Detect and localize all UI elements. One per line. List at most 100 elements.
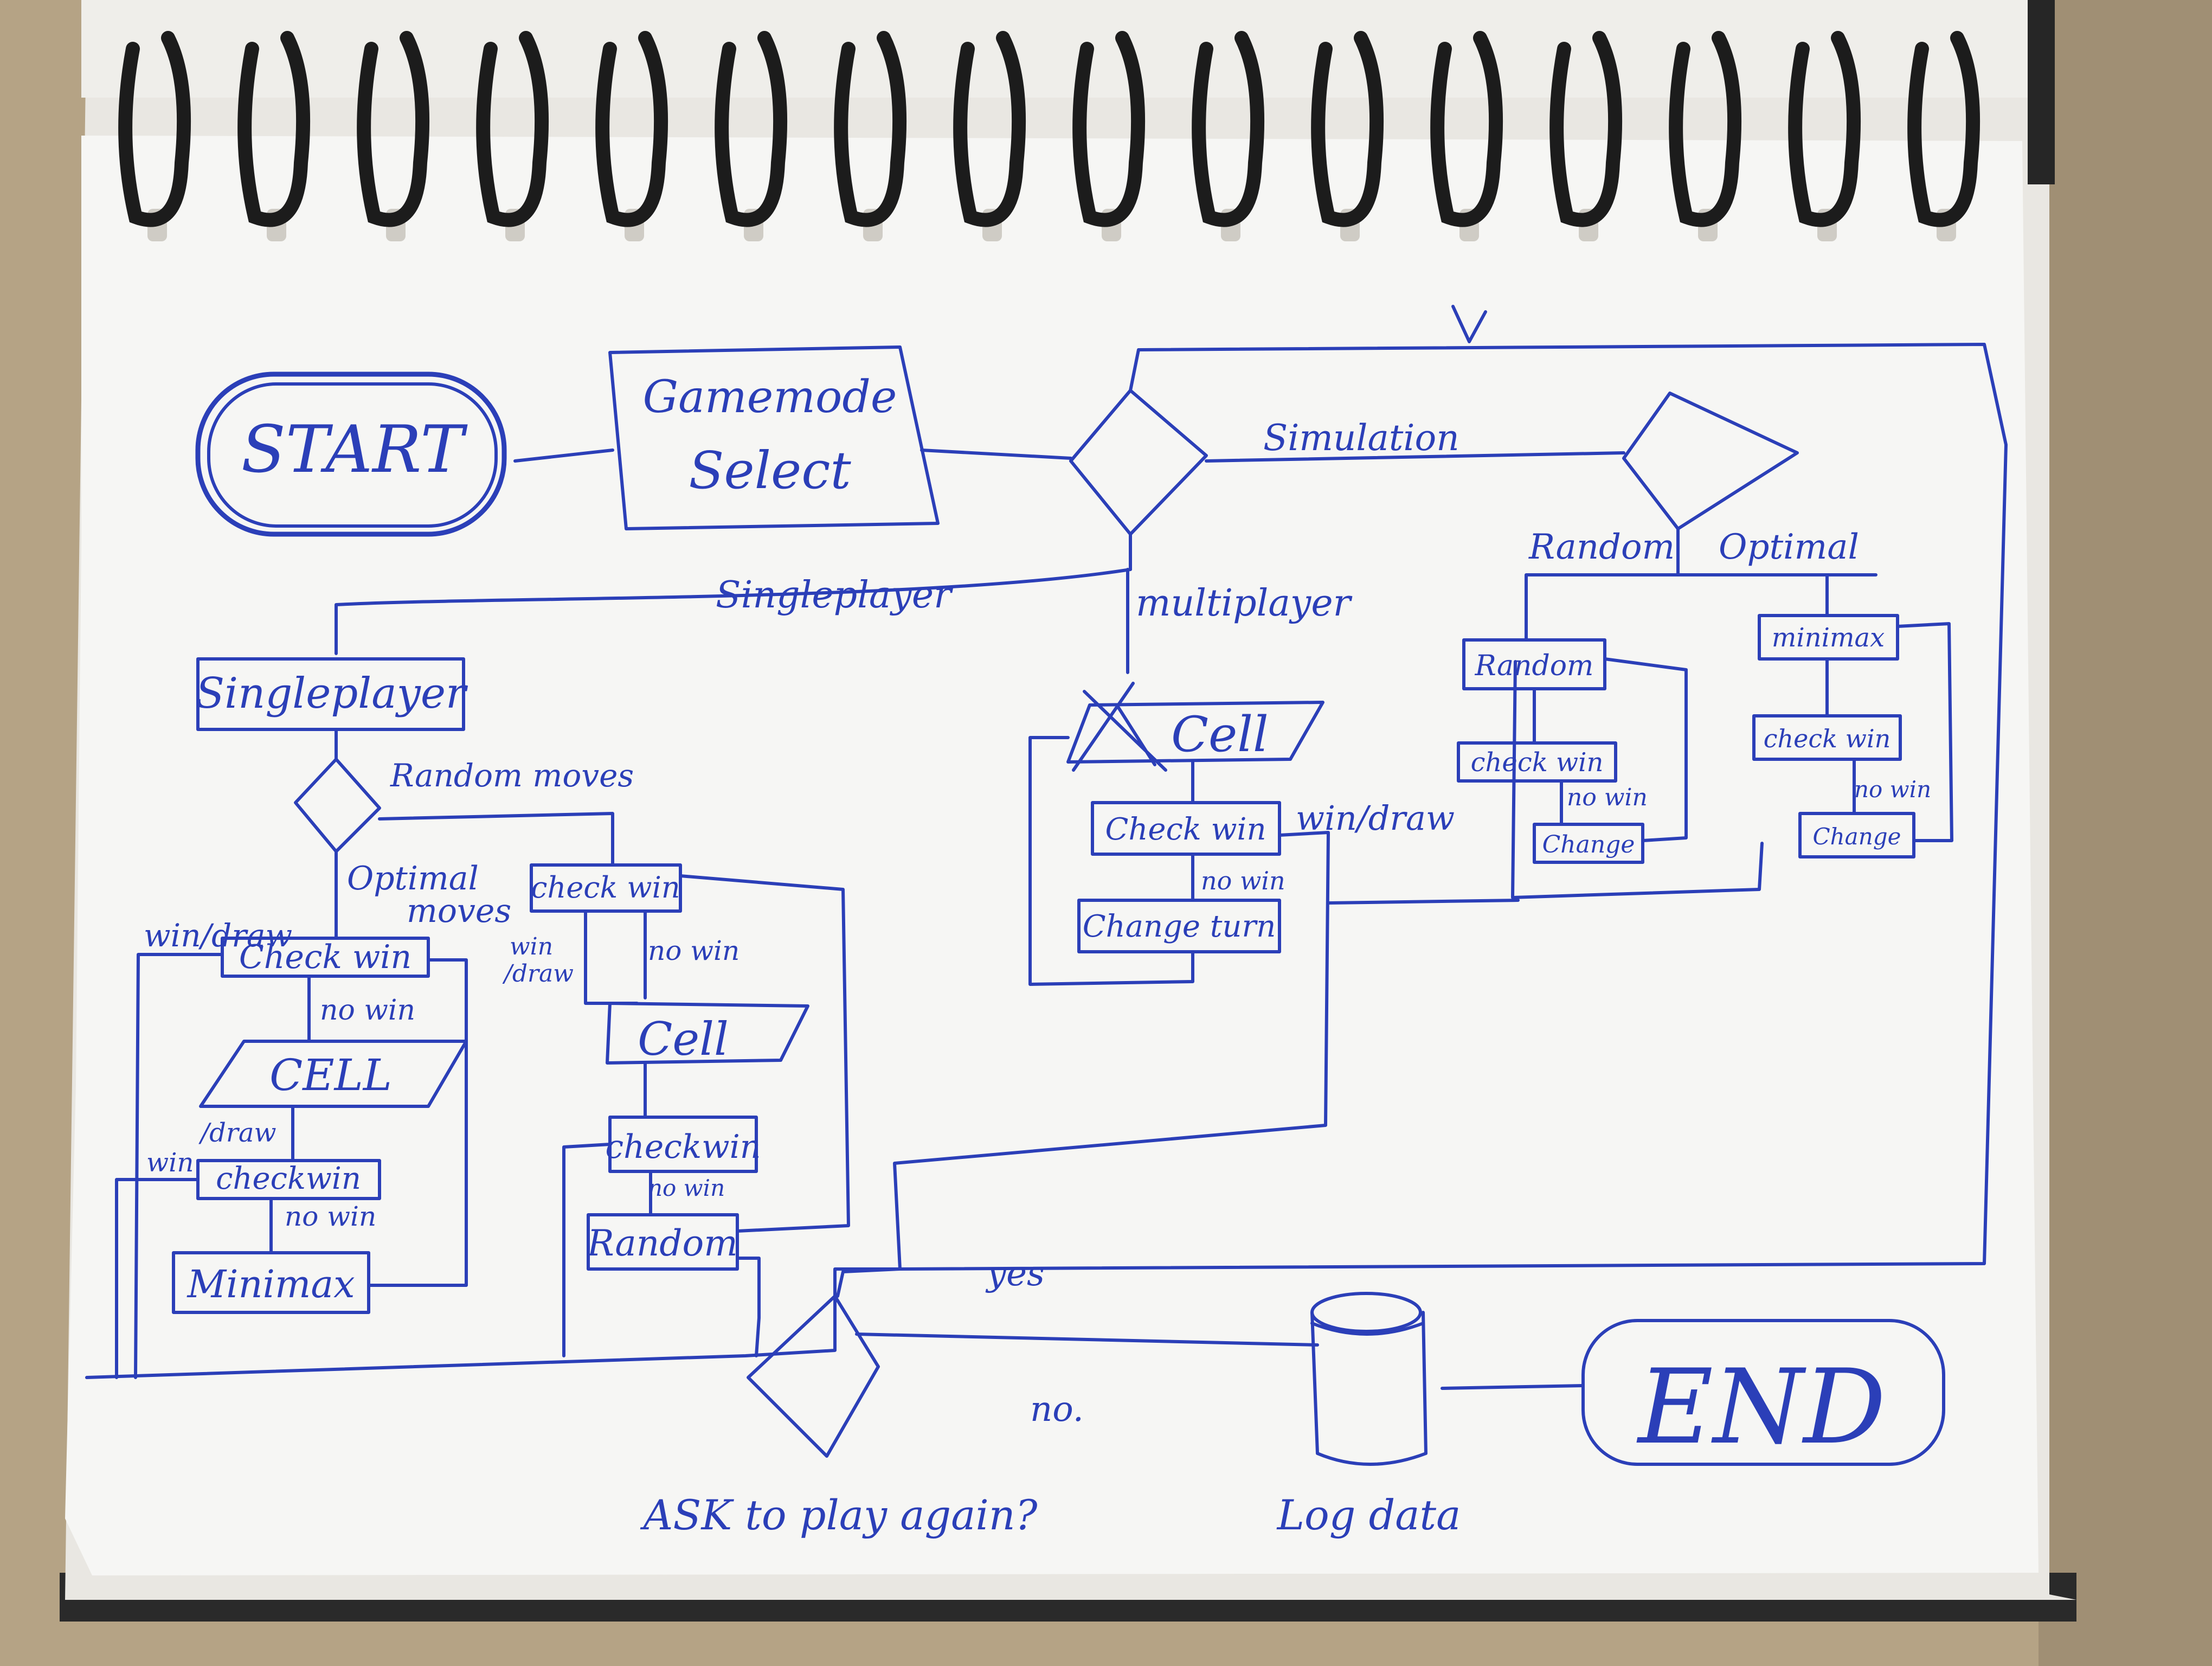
sp-rand-draw-label: /draw — [502, 960, 574, 988]
sp-win-label: win — [146, 1148, 194, 1178]
sim-random-checkwin-box — [1457, 741, 1617, 783]
simulation-merge-lines — [1327, 660, 1764, 905]
binding-ring — [834, 31, 907, 227]
sp-rand-cell-parallelogram — [606, 1002, 809, 1065]
sp-rand-nowin2-label: no win — [648, 1175, 725, 1201]
edge-select-to-mode-decision — [920, 448, 1072, 460]
binding-ring — [715, 31, 788, 227]
binding-ring — [237, 31, 311, 227]
gamemode-label-line1: Gamemode — [643, 371, 897, 423]
binding-ring — [1430, 31, 1503, 227]
sp-rand-checkwin-box — [530, 863, 682, 913]
end-node: END — [1581, 1319, 1945, 1467]
log-data-node: Log data — [1276, 1292, 1461, 1539]
spiral-rings — [118, 31, 1980, 241]
sim-minimax-label: minimax — [1772, 623, 1885, 653]
sp-optimal-column: win/draw Check win no win CELL /draw win… — [115, 917, 468, 1379]
binding-ring — [1669, 31, 1742, 227]
mp-exit-line — [893, 831, 1330, 1271]
sp-opt-nowin-label: no win — [320, 994, 415, 1027]
yes-label: yes — [985, 1254, 1045, 1294]
sim-random-label: Random — [1528, 527, 1675, 567]
sp-checkwin-box — [221, 937, 430, 978]
sp-random-branch — [378, 812, 614, 867]
sp-checkwin-label: Check win — [239, 938, 411, 976]
random-moves-label: Random moves — [390, 757, 634, 794]
sim-random-change-box — [1533, 823, 1644, 864]
gamemode-select-node: Gamemode Select — [608, 345, 940, 530]
sp-rand-cell-label: Cell — [638, 1013, 729, 1066]
sp-rand-loop — [679, 874, 850, 1233]
simulation-label: Simulation — [1263, 417, 1459, 459]
sim-optimal-loop — [1896, 622, 1953, 842]
binding-ring — [1907, 31, 1980, 227]
mp-cell-label: Cell — [1171, 706, 1269, 763]
simulation-branch-lines — [1525, 527, 1877, 642]
start-node: START — [195, 371, 507, 537]
sim-optimal-nowin-label: no win — [1854, 776, 1931, 803]
start-terminal-inner — [207, 382, 498, 528]
sim-optimal-column: minimax check win no win Change — [1752, 614, 1953, 858]
sp-cell-label: CELL — [269, 1050, 392, 1100]
edge-simulation — [1205, 451, 1625, 463]
binding-ring — [118, 31, 191, 227]
multiplayer-column: Cell Check win no win Change turn win/dr… — [893, 682, 1455, 1271]
mp-change-turn-label: Change turn — [1083, 909, 1276, 944]
binding-ring — [357, 31, 430, 227]
sim-optimal-change-box — [1798, 812, 1915, 858]
log-cylinder-body — [1310, 1311, 1427, 1466]
start-label: START — [241, 412, 468, 488]
ask-label: ASK to play again? — [640, 1491, 1038, 1539]
edge-start-to-select — [513, 448, 614, 463]
notebook-cover-edge — [2028, 0, 2055, 184]
notebook-page — [65, 136, 2039, 1575]
mp-checkwin-box — [1091, 801, 1281, 856]
mp-checkwin-label: Check win — [1105, 812, 1266, 847]
sim-optimal-label: Optimal — [1719, 527, 1859, 567]
sp-minimax-box — [172, 1251, 370, 1314]
mp-cell-parallelogram — [1066, 701, 1324, 764]
sp-random-column: check win win /draw no win Cell checkwin… — [502, 863, 850, 1357]
sp-rand-checkwin-label: check win — [531, 870, 680, 905]
sp-rand-win-label: win — [510, 933, 553, 960]
edge-yes — [836, 1267, 902, 1298]
sp-rand-random-box — [587, 1213, 739, 1271]
sp-cell-parallelogram — [199, 1040, 468, 1108]
gamemode-label-line2: Select — [689, 441, 851, 501]
mp-loop-back — [1028, 736, 1194, 986]
edge-multiplayer — [1126, 533, 1132, 674]
sp-draw-label: /draw — [198, 1118, 276, 1148]
no-label: no. — [1030, 1389, 1084, 1430]
singleplayer-box — [196, 657, 465, 731]
bottom-merge-line — [85, 1267, 902, 1379]
flowchart: START Gamemode Select Simulation Random … — [85, 305, 2008, 1539]
mp-cell-scribble — [1072, 682, 1167, 772]
sim-optimal-change-label: Change — [1812, 823, 1901, 850]
outer-loop-line — [898, 343, 2008, 1271]
spiral-binding — [118, 31, 1980, 241]
sp-rand-exit-lines — [562, 1143, 761, 1357]
sim-random-checkwin-label: check win — [1471, 747, 1604, 778]
sp-win-draw-label: win/draw — [144, 917, 292, 954]
start-terminal-shape — [195, 371, 507, 537]
ask-decision-diamond — [747, 1295, 880, 1458]
sim-optimal-checkwin-box — [1752, 714, 1902, 761]
binding-ring — [1311, 31, 1384, 227]
binding-ring — [476, 31, 549, 227]
sim-random-box-label: Random — [1475, 650, 1594, 682]
binding-ring — [1549, 31, 1623, 227]
sp-opt-nowin2-label: no win — [285, 1201, 376, 1232]
sim-random-column: Random check win no win Change — [1457, 638, 1688, 864]
log-cylinder-band — [1310, 1322, 1425, 1336]
optimal-moves-line2: moves — [407, 892, 511, 930]
end-label: END — [1636, 1347, 1886, 1467]
end-terminal-shape — [1581, 1319, 1945, 1466]
outer-loop-arrow-mark — [1451, 305, 1487, 343]
sp-rand-random-label: Random — [587, 1222, 738, 1264]
sp-rand-checkwin2-label: checkwin — [606, 1128, 761, 1166]
mp-win-draw-label: win/draw — [1296, 798, 1455, 838]
log-data-label: Log data — [1276, 1491, 1461, 1539]
edge-log-to-end — [1441, 1384, 1585, 1390]
multiplayer-label: multiplayer — [1136, 582, 1353, 625]
